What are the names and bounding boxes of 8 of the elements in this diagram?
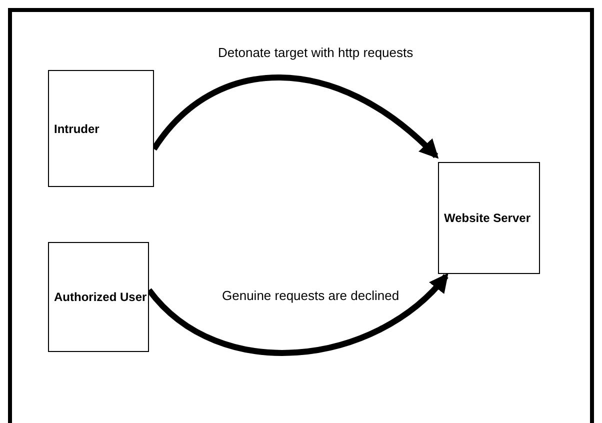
process-box [438,162,540,274]
node-label: Intruder [53,122,100,136]
node-label: Authorized User [53,290,147,304]
node-label: Website Server [443,211,530,225]
process-box [48,242,149,352]
edge-label: Detonate target with http requests [218,45,414,60]
process-box [48,70,154,187]
edge-label: Genuine requests are declined [222,288,400,303]
